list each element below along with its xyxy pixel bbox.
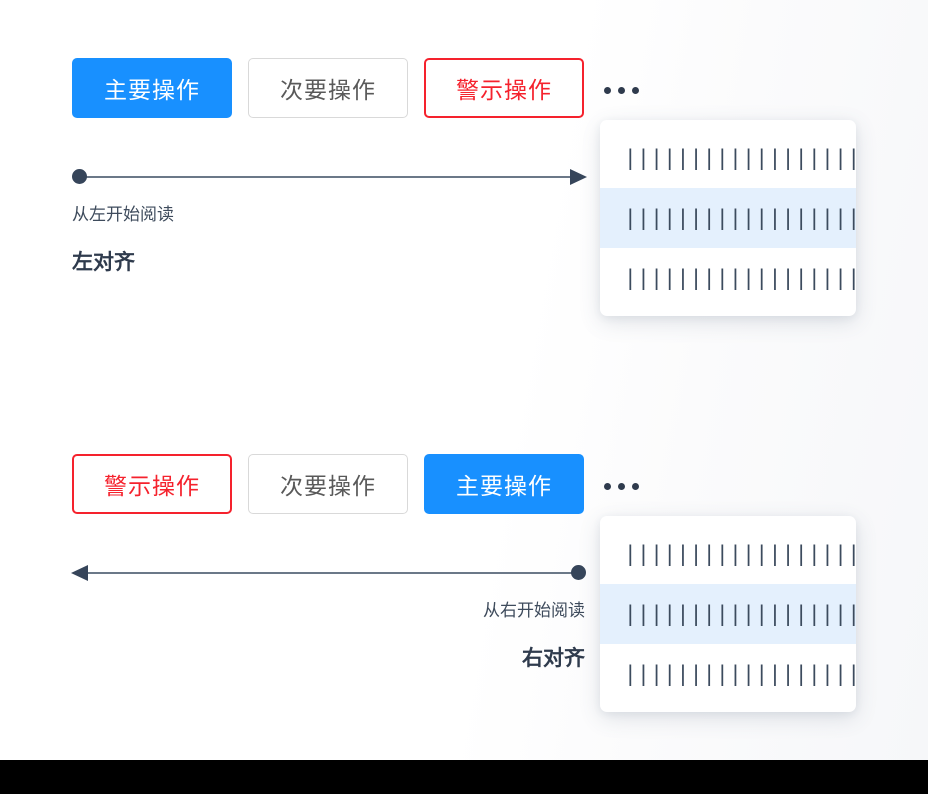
placeholder-bars: |||||||||||||||||| [624, 601, 856, 626]
placeholder-bars: |||||||||||||||||| [624, 541, 856, 566]
ellipsis-icon-dot [618, 482, 625, 490]
reading-order-caption: 从右开始阅读 [483, 601, 585, 620]
primary-action-button[interactable]: 主要操作 [72, 58, 232, 118]
placeholder-bars: |||||||||||||||||| [624, 661, 856, 686]
dropdown-item[interactable]: |||||||||||||||||| [600, 524, 856, 584]
placeholder-bars: |||||||||||||||||| [624, 205, 856, 230]
ellipsis-icon-dot [632, 482, 639, 490]
more-actions-button[interactable] [600, 475, 643, 498]
dropdown-item[interactable]: |||||||||||||||||| [600, 128, 856, 188]
dropdown-item[interactable]: |||||||||||||||||| [600, 644, 856, 704]
primary-action-button[interactable]: 主要操作 [424, 454, 584, 514]
ellipsis-icon-dot [604, 482, 611, 490]
arrow-line [73, 176, 585, 178]
arrow-start-dot [72, 169, 87, 184]
arrow-head-left-icon [71, 565, 88, 581]
reading-order-caption: 从左开始阅读 [72, 205, 174, 224]
alignment-label: 右对齐 [522, 647, 585, 670]
placeholder-bars: |||||||||||||||||| [624, 145, 856, 170]
danger-action-button[interactable]: 警示操作 [72, 454, 232, 514]
ellipsis-icon-dot [632, 86, 639, 94]
page-canvas: 主要操作 次要操作 警示操作 |||||||||||||||||| ||||||… [0, 0, 928, 760]
button-row-ltr: 主要操作 次要操作 警示操作 [72, 58, 643, 118]
arrow-start-dot [571, 565, 586, 580]
more-actions-button[interactable] [600, 79, 643, 102]
ellipsis-icon-dot [618, 86, 625, 94]
arrow-head-right-icon [570, 169, 587, 185]
danger-action-button[interactable]: 警示操作 [424, 58, 584, 118]
secondary-action-button[interactable]: 次要操作 [248, 454, 408, 514]
dropdown-item[interactable]: |||||||||||||||||| [600, 584, 856, 644]
dropdown-item[interactable]: |||||||||||||||||| [600, 248, 856, 308]
dropdown-menu-ltr: |||||||||||||||||| |||||||||||||||||| ||… [600, 120, 856, 316]
footer-bar [0, 760, 928, 794]
dropdown-menu-rtl: |||||||||||||||||| |||||||||||||||||| ||… [600, 516, 856, 712]
ellipsis-icon-dot [604, 86, 611, 94]
alignment-label: 左对齐 [72, 251, 135, 274]
placeholder-bars: |||||||||||||||||| [624, 265, 856, 290]
secondary-action-button[interactable]: 次要操作 [248, 58, 408, 118]
reading-direction-arrow-ltr [72, 166, 587, 188]
dropdown-item[interactable]: |||||||||||||||||| [600, 188, 856, 248]
reading-direction-arrow-rtl [71, 562, 586, 584]
arrow-line [73, 572, 585, 574]
button-row-rtl: 警示操作 次要操作 主要操作 [72, 454, 643, 514]
